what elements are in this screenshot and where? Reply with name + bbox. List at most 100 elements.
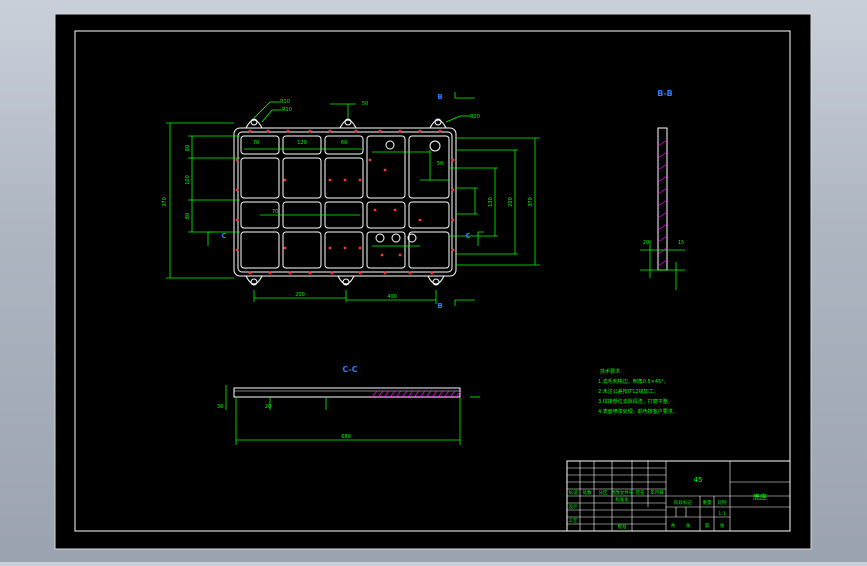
pocket: [366, 231, 406, 269]
pocket: [324, 231, 364, 269]
pocket: [240, 231, 280, 269]
dim-label: R20: [470, 114, 480, 120]
tb-row-label: 标记: [569, 489, 578, 496]
center-mark: [418, 129, 422, 133]
tb-row-label: 设计: [569, 503, 578, 510]
pocket: [408, 231, 450, 269]
tb-col-label: 处数: [583, 489, 592, 496]
center-mark: [248, 271, 252, 275]
dim-label: 50: [437, 161, 443, 167]
center-mark: [308, 271, 312, 275]
center-mark: [235, 218, 239, 222]
dim-label: 50: [362, 101, 368, 107]
notes-title: 技术要求: [600, 368, 620, 375]
tb-sheet-label: 第: [705, 522, 710, 529]
dim-label: 30: [217, 404, 223, 410]
dim-label: 370: [528, 197, 534, 207]
dim-label: 680: [341, 434, 351, 440]
tb-col-label: 签名: [636, 489, 645, 496]
plan-view: [233, 118, 457, 286]
center-mark: [330, 271, 334, 275]
center-mark: [373, 208, 377, 212]
hatch-line: [437, 390, 444, 398]
center-mark: [408, 271, 412, 275]
center-mark: [268, 271, 272, 275]
dim-label: 400: [387, 294, 397, 300]
section-marker-c-right: C: [465, 232, 470, 240]
tb-sheet-label: 共: [671, 522, 676, 529]
dim-label: 20: [265, 404, 271, 410]
tb-right-label: 重量: [703, 499, 712, 506]
center-mark: [438, 129, 442, 133]
plan-dimension-text: R10 R10 50 R20 370 80 100 80 370 200 130…: [162, 99, 534, 300]
center-mark: [451, 248, 455, 252]
boss: [391, 233, 401, 243]
tb-col-label: 分区: [599, 489, 608, 496]
tb-col-label: 年月日: [650, 489, 664, 496]
lug-bottom-mid: [337, 275, 355, 285]
notes-line: 4.表面喷漆处理，颜色按客户要求。: [598, 408, 678, 415]
boss: [375, 233, 385, 243]
center-mark: [354, 129, 358, 133]
pocket: [282, 157, 322, 199]
hatch-line: [431, 390, 438, 398]
lug-top-left: [245, 119, 263, 129]
center-mark: [235, 158, 239, 162]
pocket: [366, 201, 406, 229]
plate-inner-outline: [237, 131, 453, 273]
center-mark: [358, 178, 362, 182]
center-mark: [266, 129, 270, 133]
cc-section-view: 30 20 680: [217, 385, 480, 445]
center-mark: [398, 253, 402, 257]
dim-label: R10: [282, 107, 292, 113]
center-mark: [378, 129, 382, 133]
title-material: 45: [694, 476, 703, 484]
center-mark: [430, 271, 434, 275]
plate-outline: [233, 127, 457, 277]
pocket: [324, 157, 364, 199]
center-mark: [451, 188, 455, 192]
lug-bottom-right: [427, 275, 445, 285]
pocket: [240, 135, 280, 155]
hatch-line: [657, 139, 668, 147]
tb-sheet-label: 张: [686, 522, 691, 529]
center-mark: [328, 129, 332, 133]
pocket: [282, 135, 322, 155]
lug-top-mid: [339, 119, 357, 129]
center-mark: [451, 158, 455, 162]
dim-label: 20: [643, 240, 649, 246]
center-mark: [328, 178, 332, 182]
center-mark: [383, 271, 387, 275]
center-mark: [380, 253, 384, 257]
technical-notes: 技术要求 1.去毛刺锐边，倒角0.5×45°。 2.未注公差按IT12级加工。 …: [598, 368, 678, 415]
section-markers: B B C C B-B C-C: [221, 89, 672, 374]
section-title-bb: B-B: [657, 89, 673, 98]
pocket: [324, 135, 364, 155]
hatch-line: [425, 390, 432, 398]
dim-label: 370: [162, 197, 168, 207]
hatch-line: [413, 390, 420, 398]
boss: [407, 233, 417, 243]
hatch-line: [371, 390, 378, 398]
center-mark: [383, 168, 387, 172]
center-mark: [235, 248, 239, 252]
center-marks: [235, 129, 455, 275]
plan-dimension-lines: [166, 92, 540, 306]
pocket: [366, 135, 406, 199]
tb-right-label: 比例: [718, 499, 727, 506]
drawing-border: [74, 30, 791, 532]
tb-row-label: 工艺: [569, 518, 578, 524]
dim-label: 200: [508, 197, 514, 207]
hatch-line: [657, 211, 668, 219]
lug-hole: [434, 118, 442, 126]
section-marker-b-bottom: B: [437, 302, 442, 310]
hatch-line: [377, 390, 384, 398]
center-mark: [358, 246, 362, 250]
boss: [429, 140, 441, 152]
hatch-line: [449, 390, 456, 398]
tb-col-label: 更改文件号: [611, 489, 634, 496]
hatch-line: [395, 390, 402, 398]
section-marker-c-left: C: [221, 232, 226, 240]
section-title-cc: C-C: [342, 365, 357, 374]
dim-label: 100: [185, 175, 191, 185]
